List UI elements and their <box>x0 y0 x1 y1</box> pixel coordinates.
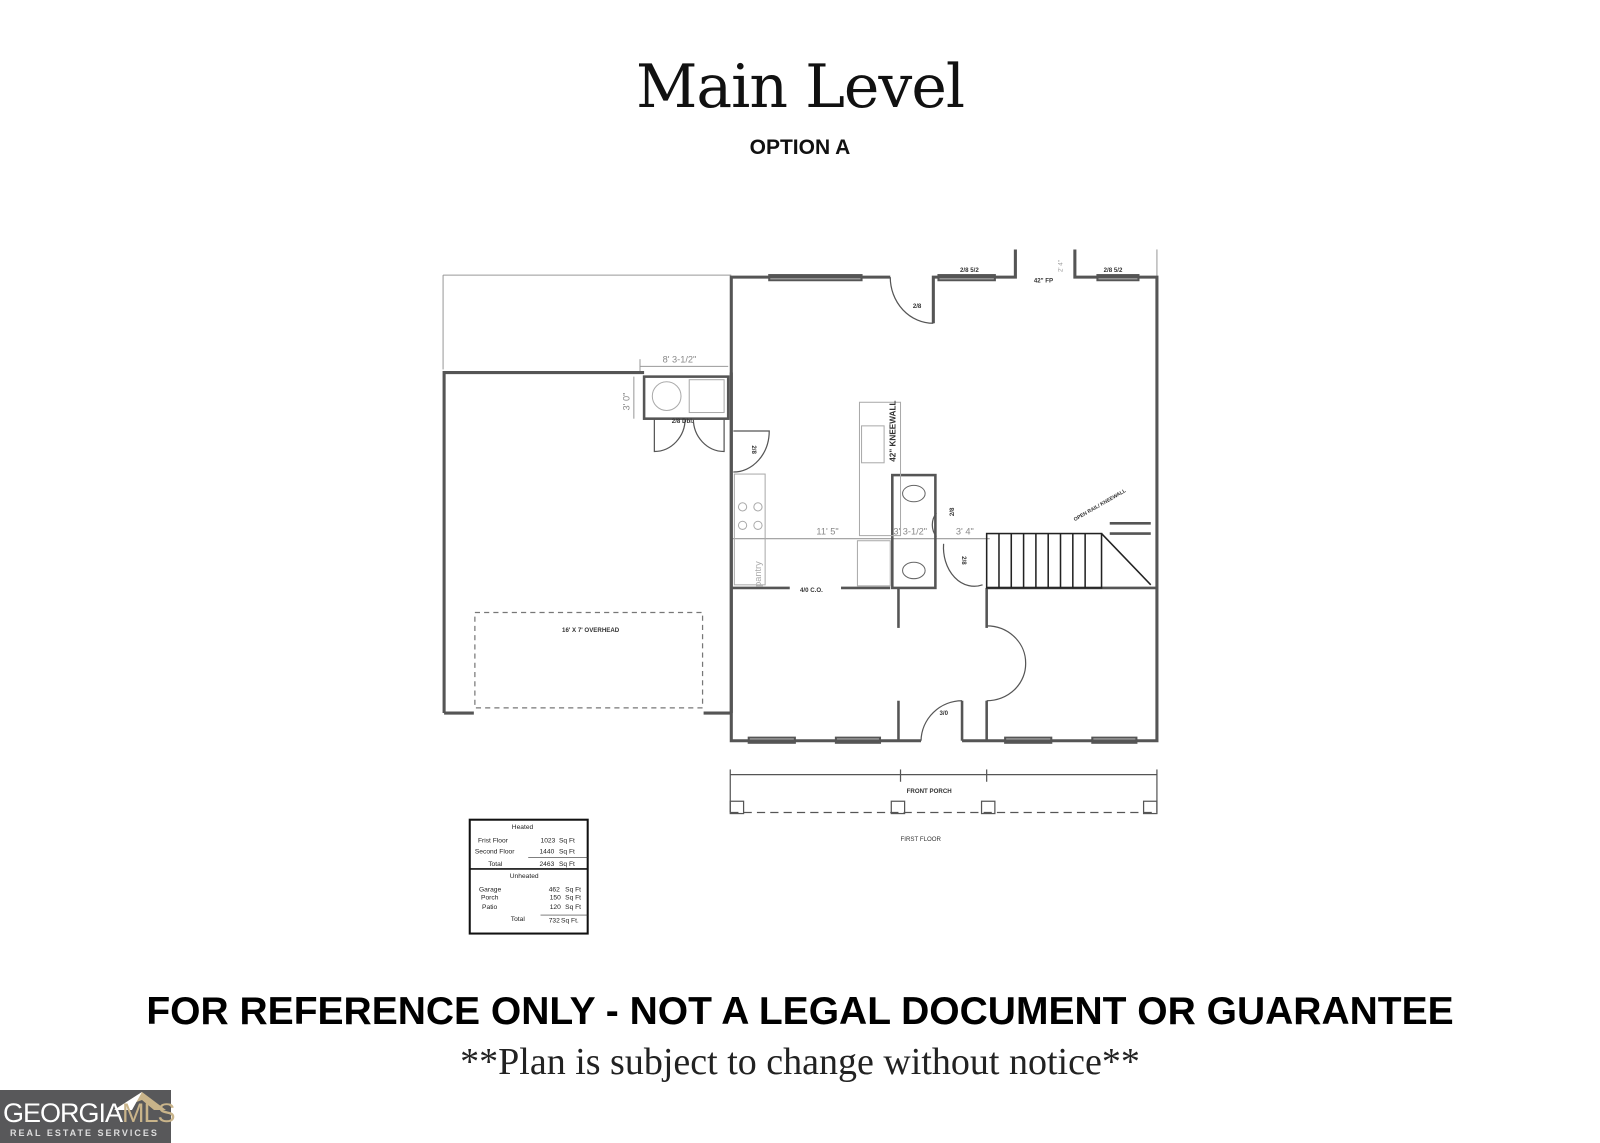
unheated-row-value: 462 <box>549 887 560 894</box>
label-rear-door: 2/8 <box>913 303 922 310</box>
label-pantry: pantry <box>753 561 763 587</box>
area-table: Heated Frist Floor 1023 Sq Ft Second Flo… <box>468 818 589 935</box>
heated-row-unit: Sq Ft <box>559 849 575 856</box>
label-laundry-doors: 2/8 Dbl. <box>672 418 694 425</box>
label-kneewall: 42" KNEEWALL <box>888 401 897 462</box>
staircase <box>985 532 1152 589</box>
logo-tagline: REAL ESTATE SERVICES <box>10 1128 159 1138</box>
unheated-total-label: Total <box>511 916 526 923</box>
label-closet-door: 2/8 <box>960 556 967 565</box>
unheated-row-label: Porch <box>481 895 499 902</box>
heated-row-label: Frist Floor <box>478 837 509 844</box>
unheated-row-label: Patio <box>482 904 497 911</box>
heated-row-unit: Sq Ft <box>559 837 575 844</box>
unheated-row-unit: Sq Ft <box>565 887 581 894</box>
label-floor-name: FIRST FLOOR <box>901 836 942 843</box>
label-garage-door: 16' X 7' OVERHEAD <box>562 627 620 634</box>
unheated-row-value: 150 <box>550 895 561 902</box>
unheated-total-unit: Sq Ft. <box>561 917 579 924</box>
front-porch <box>729 769 1158 815</box>
label-front-porch: FRONT PORCH <box>907 788 953 795</box>
unheated-row-unit: Sq Ft <box>565 895 581 902</box>
disclaimer: FOR REFERENCE ONLY - NOT A LEGAL DOCUMEN… <box>146 990 1454 1033</box>
garage-door-outline <box>474 611 704 709</box>
label-garage-entry-door: 2/8 <box>750 445 757 454</box>
heated-row-label: Second Floor <box>475 849 515 856</box>
label-bath-door: 2/8 <box>949 507 956 516</box>
page-title: Main Level <box>635 52 965 122</box>
label-cased-opening: 4/0 C.O. <box>800 587 823 594</box>
exterior-walls <box>729 249 1159 743</box>
heated-header: Heated <box>512 824 534 831</box>
heated-total-value: 2463 <box>539 861 554 868</box>
georgia-mls-logo: GEORGIAMLS REAL ESTATE SERVICES <box>0 1090 176 1143</box>
page-subtitle: OPTION A <box>749 136 851 159</box>
heated-total-unit: Sq Ft <box>559 861 575 868</box>
heated-total-label: Total <box>488 861 503 868</box>
fixtures <box>651 379 926 587</box>
label-front-door: 3/0 <box>939 710 948 717</box>
unheated-header: Unheated <box>510 873 539 880</box>
heated-row-value: 1440 <box>539 849 554 856</box>
windows <box>747 274 1140 744</box>
dimension-guides <box>442 249 1158 540</box>
logo-wordmark: GEORGIAMLS <box>3 1098 176 1128</box>
label-bath-width: 3' 3-1/2" <box>893 527 927 537</box>
label-open-rail: OPEN RAIL/ KNEEWALL <box>1073 488 1127 523</box>
unheated-row-value: 120 <box>550 904 561 911</box>
label-laundry-depth: 3' 0" <box>622 393 632 411</box>
label-fireplace: 42" FP <box>1034 277 1053 284</box>
unheated-row-label: Garage <box>479 887 501 894</box>
heated-row-value: 1023 <box>541 837 556 844</box>
change-notice: **Plan is subject to change without noti… <box>460 1041 1140 1083</box>
label-kitchen-width: 11' 5" <box>816 527 838 537</box>
door-swings <box>653 277 1027 741</box>
label-window-right: 2/8 5/2 <box>1104 267 1123 274</box>
roof-icon <box>114 1092 166 1110</box>
label-laundry-width: 8' 3-1/2" <box>663 354 697 364</box>
label-fireplace-depth: 2' 4" <box>1058 260 1065 272</box>
label-hall-width: 3' 4" <box>956 527 974 537</box>
unheated-row-unit: Sq Ft <box>565 904 581 911</box>
label-window-left: 2/8 5/2 <box>960 267 979 274</box>
unheated-total-value: 732 <box>549 917 560 924</box>
